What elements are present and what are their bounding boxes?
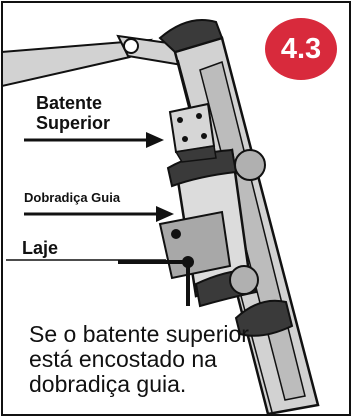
diagram-frame <box>1 1 351 416</box>
arrow-batente <box>24 132 164 148</box>
arm-pivot-left <box>123 38 139 54</box>
rail-bottom-cap <box>234 299 294 337</box>
step-badge: 4.3 <box>265 18 337 80</box>
label-batente-line1: Batente <box>36 93 103 113</box>
arrow-dobradica <box>24 206 174 222</box>
caption: Se o batente superior está encostado na … <box>29 322 329 397</box>
lower-round-knob <box>229 265 259 295</box>
rail-top-cap <box>158 19 224 54</box>
label-laje: Laje <box>22 238 59 258</box>
upper-round-knob <box>234 149 266 181</box>
caption-line2: está encostado na <box>29 346 217 372</box>
label-batente-line2: Superior <box>36 113 111 133</box>
slab-plate <box>158 210 232 280</box>
upper-stop-plate <box>168 102 217 163</box>
caption-line1: Se o batente superior <box>29 321 249 347</box>
caption-line3: dobradiça guia. <box>29 371 187 397</box>
laje-line <box>6 259 188 264</box>
label-dobradica-guia: Dobradiça Guia <box>24 190 121 205</box>
